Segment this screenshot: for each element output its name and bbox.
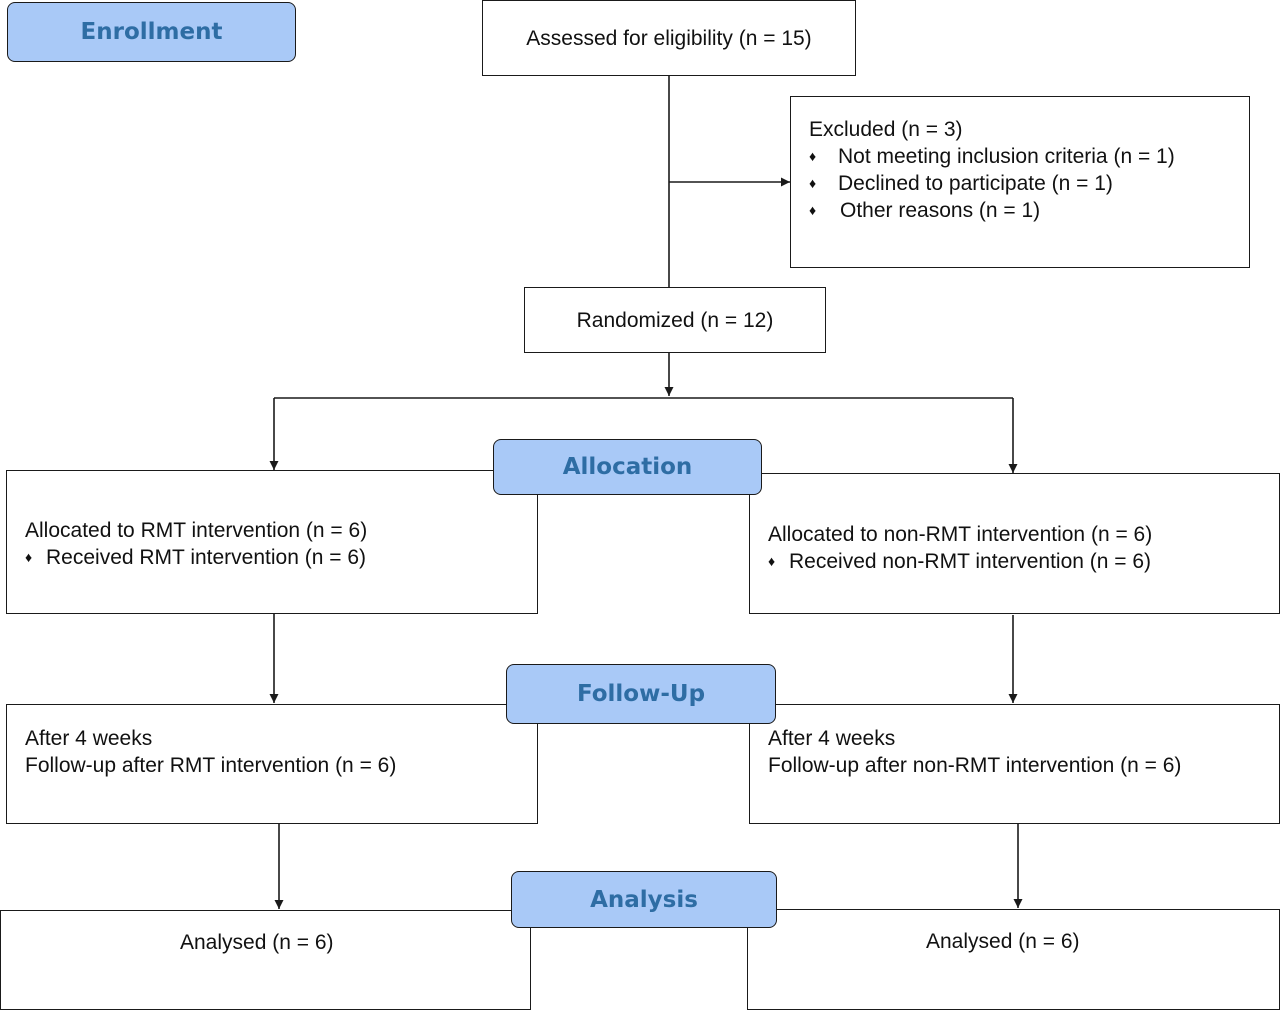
left-received-text: Received RMT intervention (n = 6) [46,546,367,569]
left-allocated-text: Allocated to RMT intervention (n = 6) [25,519,368,542]
left-allocation-box: Allocated to RMT intervention (n = 6) ♦ … [6,470,538,614]
right-allocated-text: Allocated to non-RMT intervention (n = 6… [768,523,1153,546]
right-allocation-box: Allocated to non-RMT intervention (n = 6… [749,473,1280,614]
right-followup-text: Follow-up after non-RMT intervention (n … [768,754,1182,777]
right-followup-period: After 4 weeks [768,727,896,750]
right-received-item: ♦ Received non-RMT intervention (n = 6) [768,548,1279,575]
stage-analysis: Analysis [511,871,777,928]
excluded-reason: ♦ Other reasons (n = 1) [809,197,1249,224]
excluded-box: Excluded (n = 3) ♦ Not meeting inclusion… [790,96,1250,268]
right-received-text: Received non-RMT intervention (n = 6) [789,550,1152,573]
stage-follow-up: Follow-Up [506,664,776,724]
left-received-item: ♦ Received RMT intervention (n = 6) [25,544,537,571]
excluded-reason: ♦ Not meeting inclusion criteria (n = 1) [809,143,1249,170]
excluded-reason-text: Other reasons (n = 1) [840,199,1041,222]
bullet-diamond-icon: ♦ [809,202,817,218]
assessed-text: Assessed for eligibility (n = 15) [526,26,812,50]
stage-analysis-label: Analysis [590,886,698,913]
stage-follow-up-label: Follow-Up [576,681,706,707]
bullet-diamond-icon: ♦ [809,148,817,164]
stage-allocation-label: Allocation [562,454,693,480]
left-analysed-text: Analysed (n = 6) [180,931,334,954]
left-followup-text: Follow-up after RMT intervention (n = 6) [25,754,397,777]
right-analysed-text: Analysed (n = 6) [926,930,1080,953]
bullet-diamond-icon: ♦ [25,549,33,565]
excluded-reason: ♦ Declined to participate (n = 1) [809,170,1249,197]
bullet-diamond-icon: ♦ [809,175,817,191]
stage-enrollment: Enrollment [7,2,296,62]
right-followup-box: After 4 weeks Follow-up after non-RMT in… [749,704,1280,824]
stage-allocation: Allocation [493,439,762,495]
left-analysis-box: Analysed (n = 6) [0,910,531,1010]
randomized-box: Randomized (n = 12) [524,287,826,353]
left-followup-box: After 4 weeks Follow-up after RMT interv… [6,704,538,824]
excluded-reason-text: Not meeting inclusion criteria (n = 1) [838,145,1175,168]
randomized-text: Randomized (n = 12) [576,308,774,332]
right-analysis-box: Analysed (n = 6) [747,909,1280,1010]
bullet-diamond-icon: ♦ [768,553,776,569]
left-followup-period: After 4 weeks [25,727,153,750]
assessed-box: Assessed for eligibility (n = 15) [482,0,856,76]
stage-enrollment-label: Enrollment [80,19,223,45]
excluded-reason-text: Declined to participate (n = 1) [838,172,1113,195]
excluded-title: Excluded (n = 3) [809,118,963,141]
